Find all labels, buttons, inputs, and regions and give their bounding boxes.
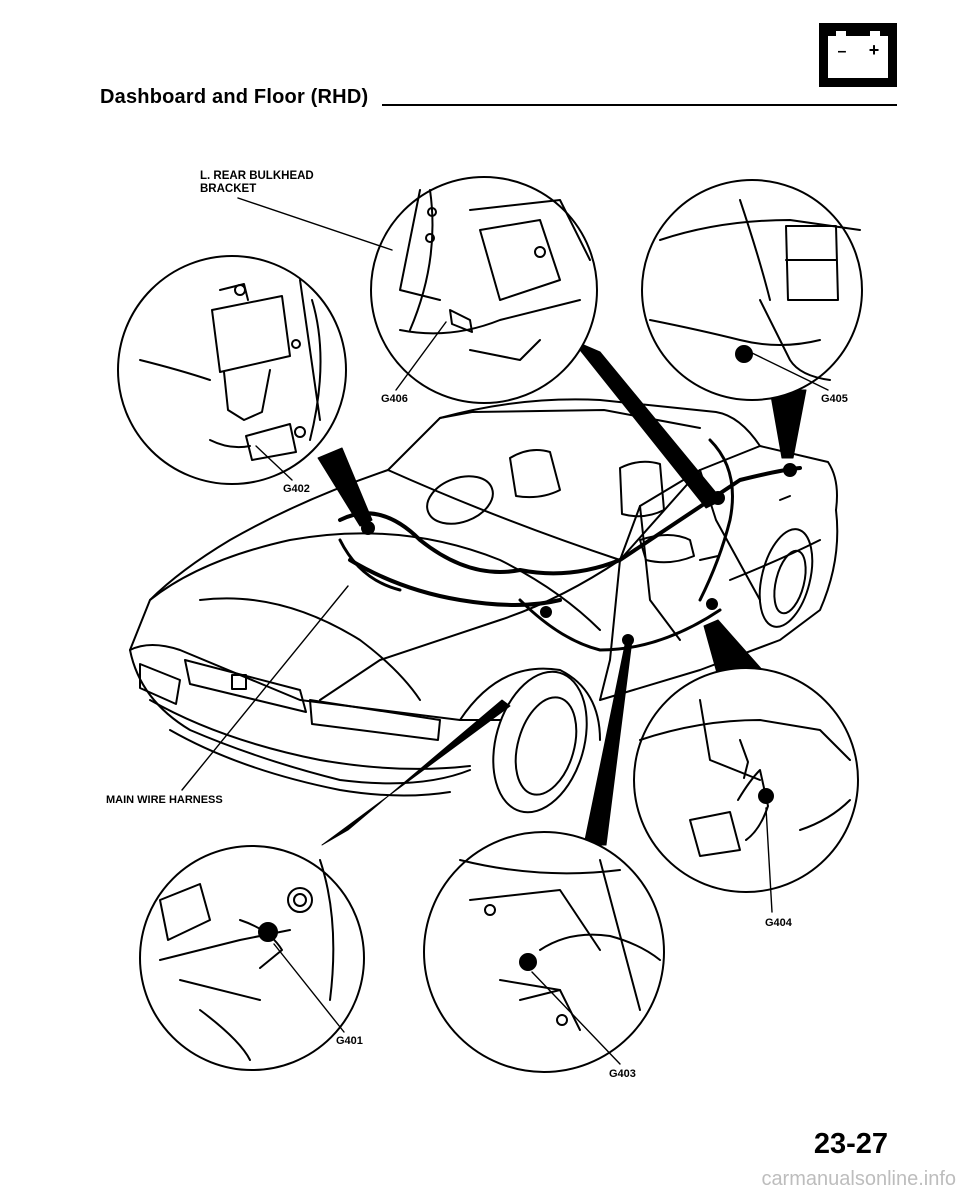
- wedge-g402: [317, 447, 373, 527]
- g403-label: G403: [609, 1068, 636, 1080]
- g402-label: G402: [283, 483, 310, 495]
- page-number: 23-27: [813, 1128, 888, 1160]
- battery-plus-sign: +: [869, 40, 880, 60]
- wedge-g401: [321, 699, 511, 846]
- wedge-g405: [769, 389, 807, 459]
- rear-bulkhead-bracket-label-line2: BRACKET: [200, 183, 257, 195]
- rear-bulkhead-bracket-label-line1: L. REAR BULKHEAD: [200, 170, 314, 182]
- battery-minus-sign: –: [838, 43, 847, 60]
- battery-icon: – +: [819, 23, 897, 87]
- detail-g402: [117, 255, 347, 485]
- g401-label: G401: [336, 1035, 363, 1047]
- title-rule: [382, 104, 897, 106]
- detail-g406: [370, 176, 598, 404]
- detail-g405: [641, 179, 863, 401]
- detail-g403: [423, 831, 665, 1073]
- rear-bulkhead-bracket-label: L. REAR BULKHEAD BRACKET: [200, 170, 314, 196]
- leader-lines: [181, 197, 829, 1065]
- page-title: Dashboard and Floor (RHD): [100, 86, 369, 108]
- detail-g404: [633, 667, 859, 893]
- g405-label: G405: [821, 393, 848, 405]
- g406-label: G406: [381, 393, 408, 405]
- g404-label: G404: [765, 917, 792, 929]
- main-wire-harness-label: MAIN WIRE HARNESS: [106, 794, 223, 806]
- car-illustration: [129, 398, 839, 814]
- detail-g401: [139, 845, 365, 1071]
- watermark: carmanualsonline.info: [761, 1168, 956, 1190]
